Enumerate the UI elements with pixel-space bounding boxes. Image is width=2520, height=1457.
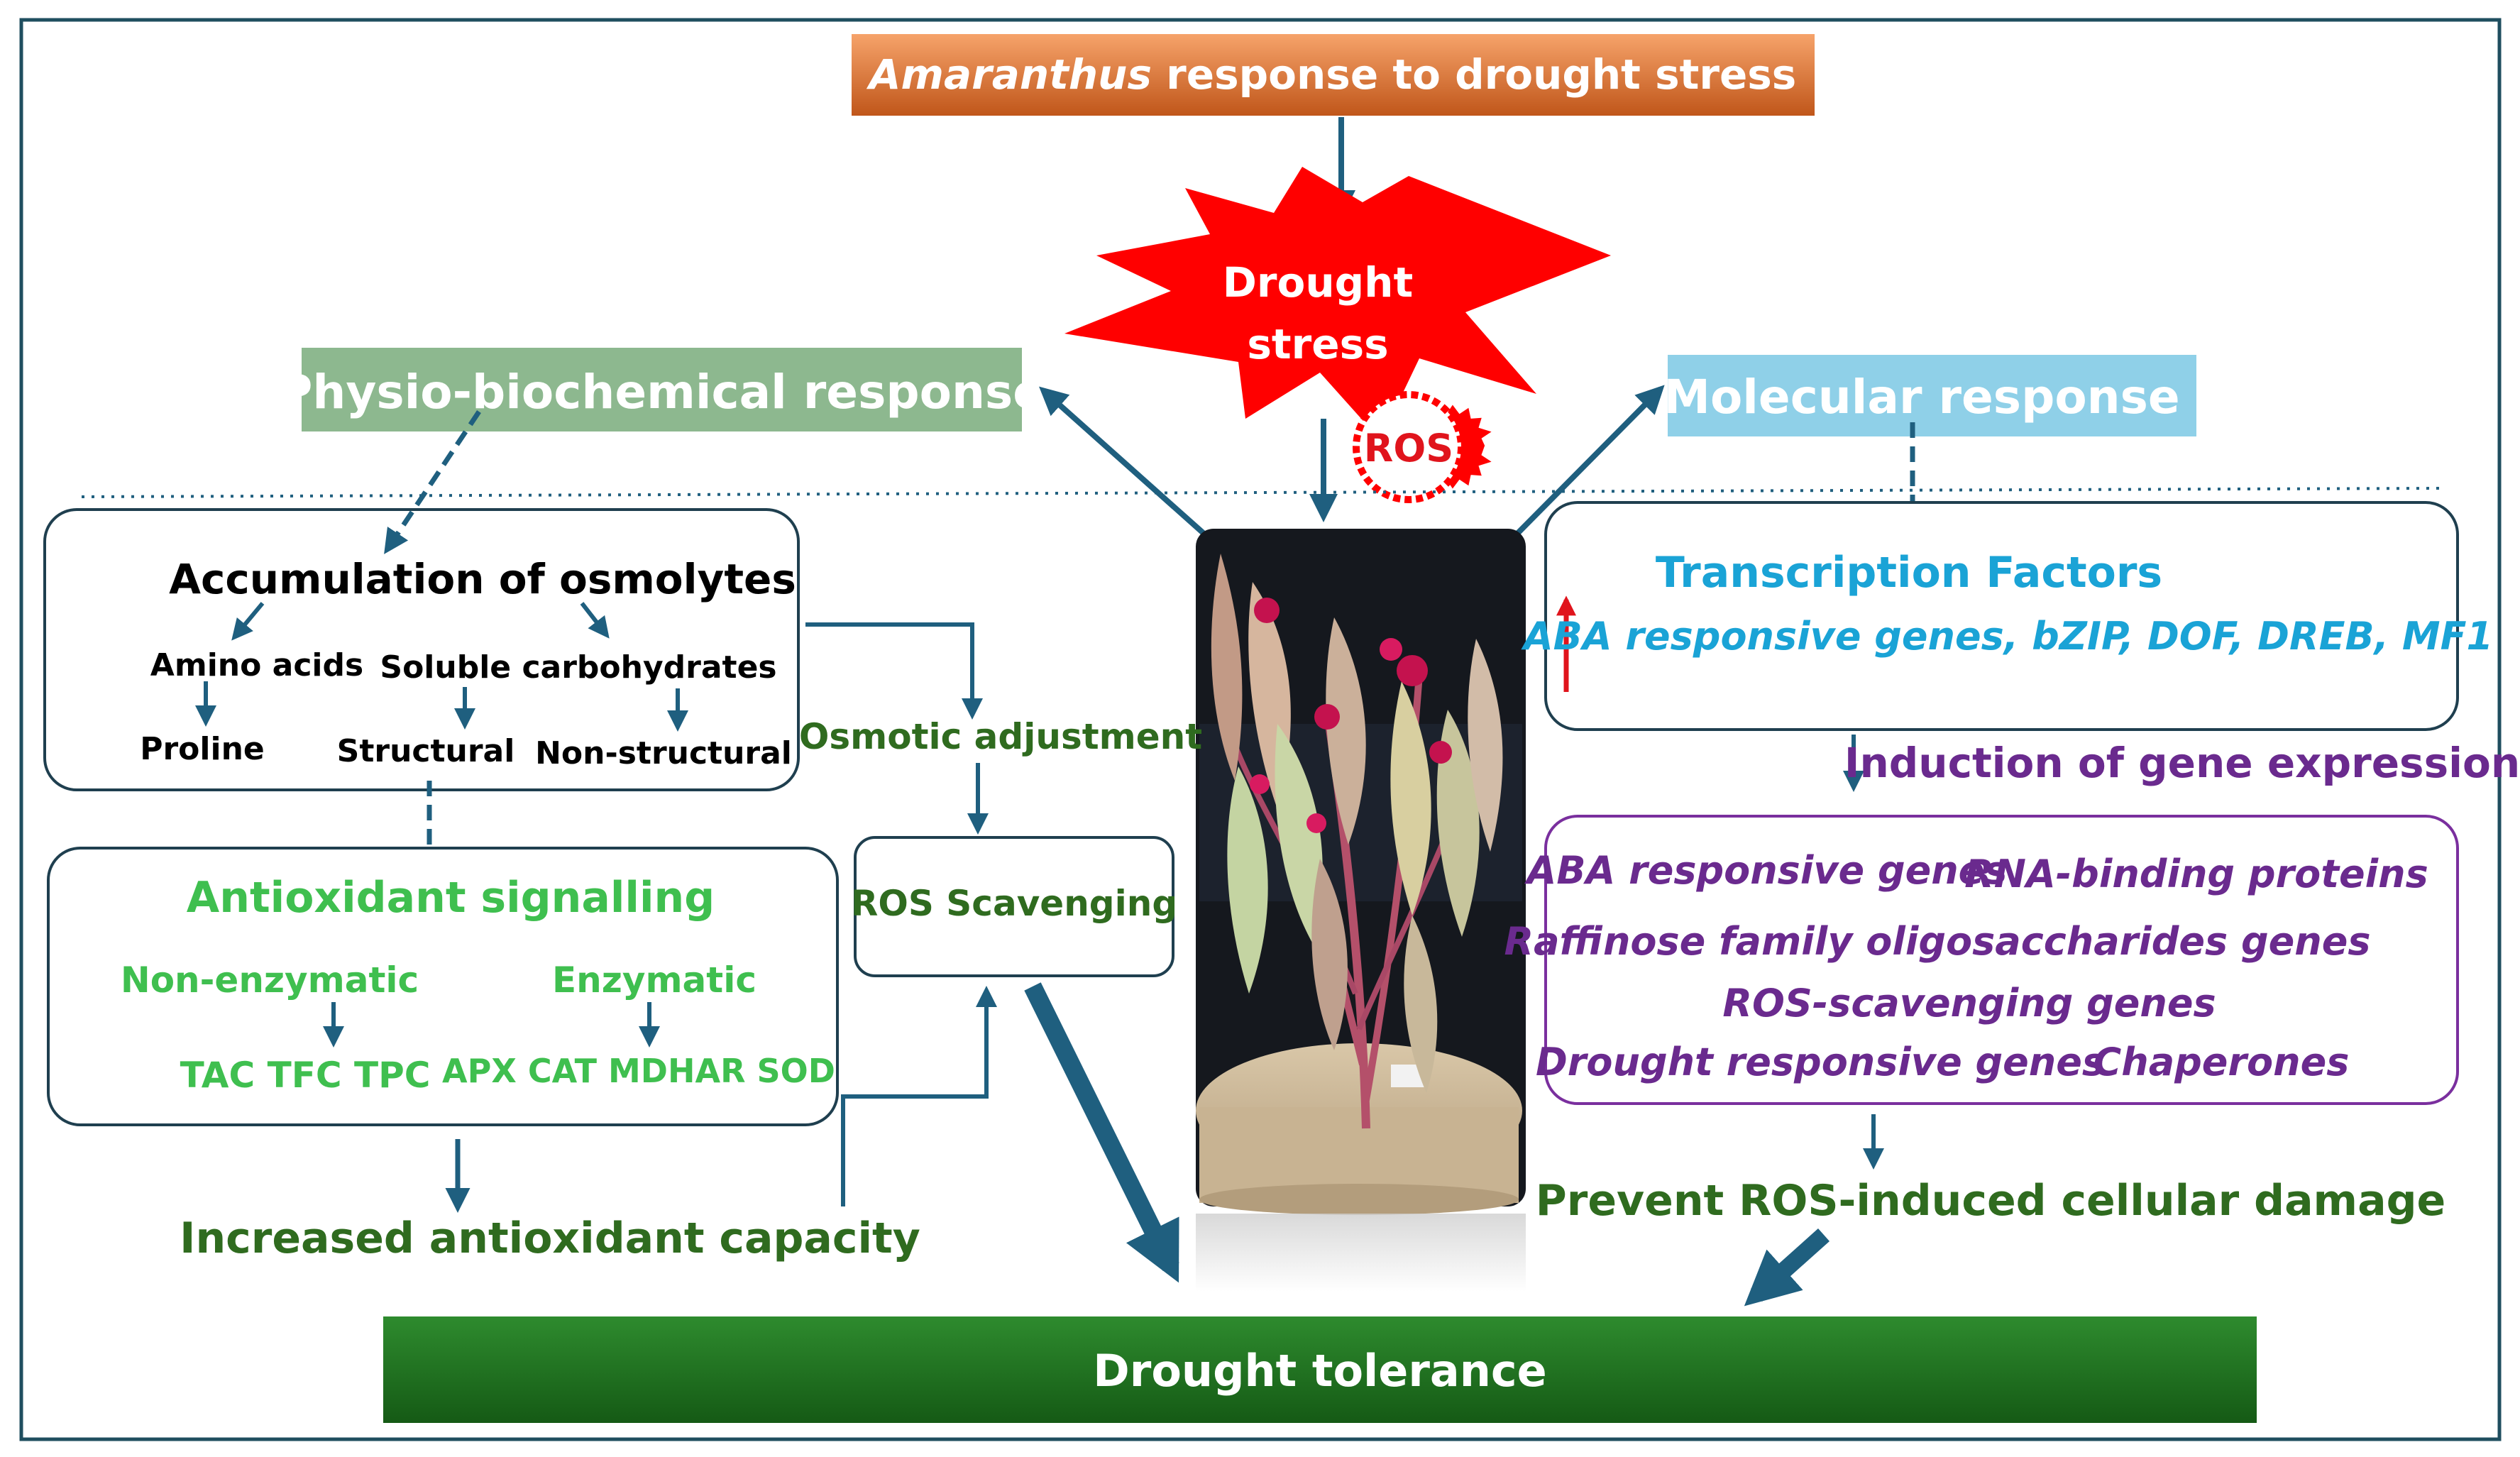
enzymatic-items: APX CAT MDHAR SOD — [442, 1052, 835, 1090]
antioxidant-box — [47, 847, 839, 1126]
tf-genes: ABA responsive genes, bZIP, DOF, DREB, M… — [1521, 614, 2493, 659]
arrow-osmo-to-amino — [231, 602, 265, 641]
soluble-carbs-label: Soluble carbohydrates — [380, 649, 776, 686]
amino-acids-label: Amino acids — [150, 647, 363, 683]
osmolytes-title: Accumulation of osmolytes — [169, 555, 796, 603]
gene-ros: ROS-scavenging genes — [1722, 981, 2216, 1026]
increased-capacity-label: Increased antioxidant capacity — [180, 1214, 920, 1263]
stress-label-line2: stress — [1247, 320, 1388, 368]
osmolytes-box — [43, 508, 800, 791]
proline-label: Proline — [140, 731, 265, 767]
ros-scavenging-box — [854, 836, 1174, 977]
arrow-osmo-to-adjustment — [805, 622, 983, 720]
non-enzymatic-label: Non-enzymatic — [121, 960, 419, 1001]
ros-burst: ROS — [1353, 391, 1492, 503]
ros-label: ROS — [1364, 426, 1453, 471]
non-structural-label: Non-structural — [535, 735, 792, 771]
dashed-arrow-physio-to-osmo — [384, 410, 481, 554]
arrow-to-molecular — [1509, 385, 1665, 541]
molecular-header-text: Molecular response — [1663, 370, 2179, 424]
stress-label-line1: Drought — [1223, 258, 1413, 307]
arrow-ros-to-tolerance — [1024, 982, 1179, 1283]
gene-drought: Drought responsive genes — [1536, 1040, 2105, 1084]
gene-chaperones: Chaperones — [2093, 1040, 2350, 1084]
arrow-osmo-to-soluble — [580, 602, 610, 639]
osmotic-adjustment-label: Osmotic adjustment — [799, 716, 1202, 757]
ros-scavenging-label: ROS Scavenging — [851, 883, 1177, 924]
tf-title: Transcription Factors — [1656, 548, 2162, 598]
prevent-label: Prevent ROS-induced cellular damage — [1536, 1176, 2445, 1226]
physio-header: Physio-biochemical response — [278, 348, 1045, 431]
molecular-header: Molecular response — [1663, 355, 2196, 436]
plant-photo — [1196, 529, 1526, 1292]
antioxidant-title: Antioxidant signalling — [187, 873, 715, 923]
arrow-capacity-to-ros-scavenging — [841, 986, 997, 1206]
drought-tolerance-label: Drought tolerance — [1093, 1345, 1546, 1397]
genes-box — [1544, 815, 2459, 1105]
induction-label: Induction of gene expression — [1844, 739, 2520, 787]
gene-raffinose: Raffinose family oligosaccharides genes — [1504, 919, 2371, 964]
arrow-prevent-to-tolerance — [1744, 1228, 1830, 1307]
non-enzymatic-items: TAC TFC TPC — [180, 1055, 431, 1096]
drought-stress-burst: Drought stress — [1064, 167, 1611, 440]
drought-tolerance-bar: Drought tolerance — [383, 1316, 2257, 1423]
tf-box — [1544, 501, 2459, 731]
physio-header-text: Physio-biochemical response — [278, 365, 1045, 419]
title-banner: Amaranthus response to drought stress — [852, 34, 1815, 116]
gene-rna: RNA-binding proteins — [1964, 852, 2428, 896]
gene-aba: ABA responsive genes — [1524, 848, 2008, 893]
title-rest: response to drought stress — [1152, 50, 1796, 99]
enzymatic-label: Enzymatic — [552, 960, 756, 1001]
structural-label: Structural — [337, 733, 515, 769]
title-italic: Amaranthus — [866, 50, 1152, 99]
title-text: Amaranthus response to drought stress — [866, 50, 1797, 99]
arrow-to-physio — [1039, 386, 1209, 538]
